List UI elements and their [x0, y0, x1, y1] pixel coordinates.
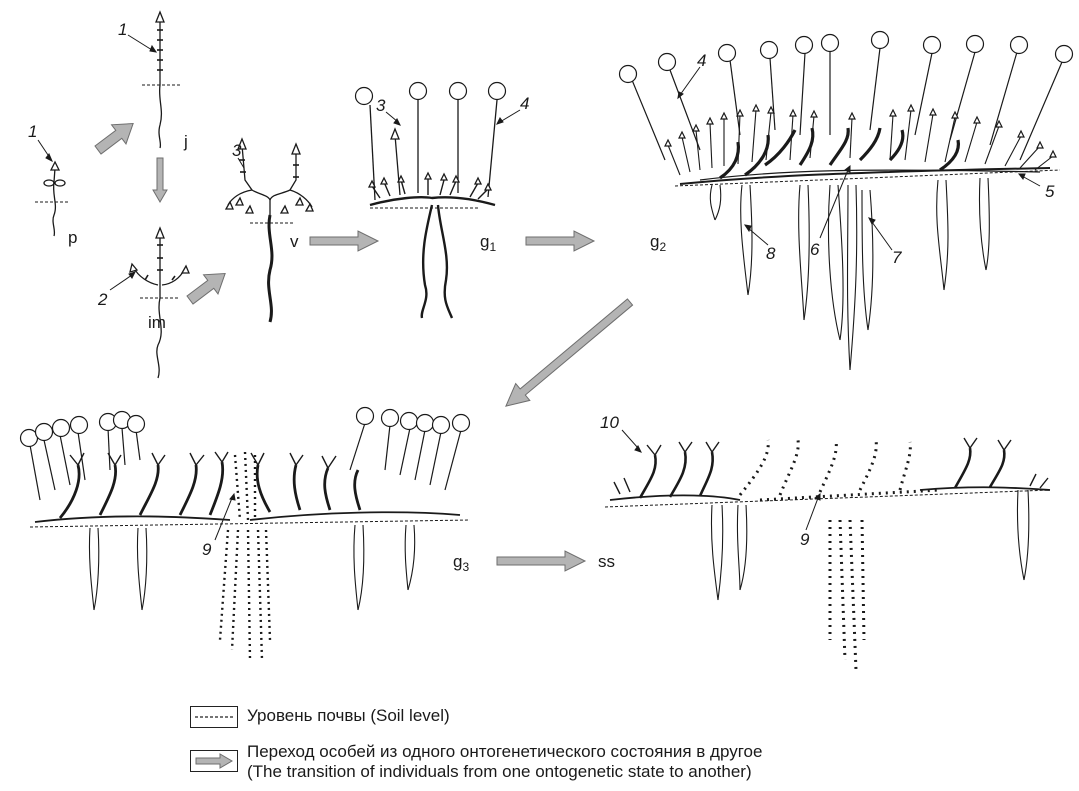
callout-10-ss: 10	[600, 413, 619, 432]
stage-j-plant	[142, 12, 180, 148]
callout-1-p: 1	[28, 122, 37, 141]
stage-g1-plant	[356, 83, 506, 319]
ontogeny-diagram: p j im v g1 g2 g3 ss 1 1 2 3 3 4 4 5 6 7…	[0, 0, 1079, 680]
arrow-j-to-im	[153, 158, 167, 202]
stage-g3-plant	[21, 408, 471, 661]
stage-label-v: v	[290, 232, 299, 251]
legend-soil-level: Уровень почвы (Soil level)	[190, 706, 450, 728]
stage-im-plant	[130, 228, 189, 378]
arrow-p-to-j	[91, 114, 141, 160]
stage-label-im: im	[148, 313, 166, 332]
callout-4-g2: 4	[697, 51, 706, 70]
arrow-g1-to-g2	[526, 231, 594, 251]
legend-transition: Переход особей из одного онтогенетическо…	[190, 742, 762, 782]
callout-6-g2: 6	[810, 240, 820, 259]
stage-label-ss: ss	[598, 552, 615, 571]
callout-5-g2: 5	[1045, 182, 1055, 201]
dashed-line-icon	[195, 715, 233, 719]
stage-p-plant	[35, 162, 70, 236]
callout-7-g2: 7	[892, 248, 902, 267]
stage-label-p: p	[68, 228, 77, 247]
callout-9-g3: 9	[202, 540, 212, 559]
legend-transition-ru: Переход особей из одного онтогенетическо…	[247, 742, 762, 762]
legend-transition-en: (The transition of individuals from one …	[247, 762, 762, 782]
transition-swatch	[190, 750, 238, 772]
arrow-icon	[194, 753, 234, 769]
stage-ss-plant	[605, 438, 1050, 670]
arrow-g2-to-g3	[499, 294, 637, 415]
arrow-im-to-v	[183, 264, 233, 310]
callout-pointers	[38, 35, 1040, 540]
callout-1-j: 1	[118, 20, 127, 39]
arrow-v-to-g1	[310, 231, 378, 251]
arrow-g3-to-ss	[497, 551, 585, 571]
callout-2-im: 2	[97, 290, 108, 309]
callout-3-g1: 3	[376, 96, 386, 115]
callout-4-g1: 4	[520, 94, 529, 113]
stage-label-j: j	[183, 132, 188, 151]
legend-soil-level-text: Уровень почвы (Soil level)	[247, 706, 450, 726]
callout-9-ss: 9	[800, 530, 810, 549]
stage-label-g1: g1	[480, 232, 496, 254]
stage-g2-plant	[620, 32, 1073, 371]
soil-level-swatch	[190, 706, 238, 728]
stage-label-g3: g3	[453, 552, 469, 574]
callout-8-g2: 8	[766, 244, 776, 263]
stage-label-g2: g2	[650, 232, 666, 254]
callout-3-v: 3	[232, 141, 242, 160]
stage-v-plant	[226, 139, 313, 322]
